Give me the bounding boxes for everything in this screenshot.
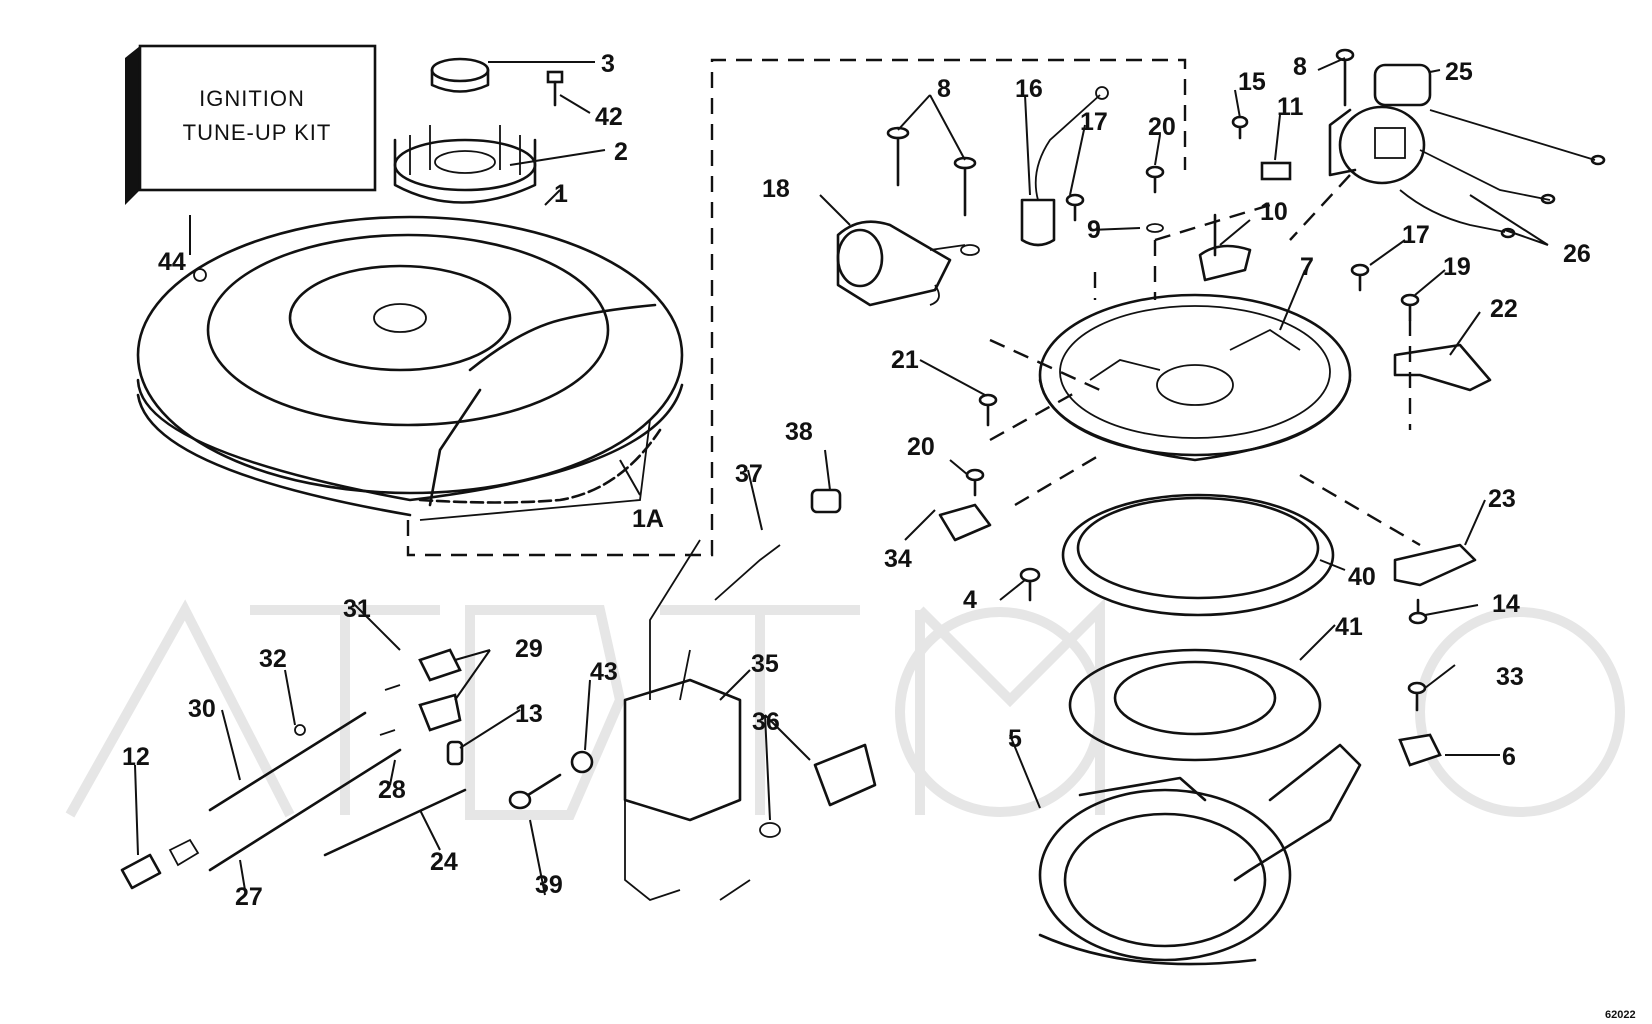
callout-4: 4: [963, 586, 977, 614]
callout-1a: 1A: [632, 505, 664, 533]
callout-17a: 17: [1080, 108, 1108, 136]
callout-20b: 20: [907, 433, 935, 461]
hub-screw: [546, 70, 564, 107]
callout-44: 44: [158, 248, 186, 276]
condenser: [1020, 86, 1109, 247]
kit-label-line1: IGNITION: [199, 86, 305, 111]
callout-24: 24: [430, 848, 458, 876]
kit-label-line2: TUNE-UP KIT: [183, 120, 332, 145]
nut-43: [570, 750, 594, 774]
callout-26: 26: [1563, 240, 1591, 268]
callout-14: 14: [1492, 590, 1520, 618]
callout-6: 6: [1502, 743, 1516, 771]
retaining-ring: [1061, 493, 1335, 617]
screw-4: [1019, 567, 1041, 602]
callout-12: 12: [122, 743, 150, 771]
tune-up-kit-box: IGNITION TUNE-UP KIT: [125, 44, 377, 205]
callout-42: 42: [595, 103, 623, 131]
callout-19: 19: [1443, 253, 1471, 281]
screw-17b: [1350, 263, 1370, 292]
callout-43: 43: [590, 658, 618, 686]
callout-33: 33: [1496, 663, 1524, 691]
callout-18: 18: [762, 175, 790, 203]
callout-labels: 3 42 2 1 44 1A 8 16 17 20 15 11 8 25 18 …: [122, 50, 1591, 911]
screw-8b: [1335, 48, 1355, 107]
callout-27: 27: [235, 883, 263, 911]
flywheel: [136, 215, 684, 521]
screw-33-and-anchor-6: [1398, 681, 1442, 767]
callout-15: 15: [1238, 68, 1266, 96]
armature-plate: [1038, 293, 1352, 462]
callout-10: 10: [1260, 198, 1288, 226]
magnet-hub: [393, 125, 537, 204]
link-rods: [120, 711, 467, 890]
callout-29: 29: [515, 635, 543, 663]
callout-38: 38: [785, 418, 813, 446]
callout-32: 32: [259, 645, 287, 673]
callout-11: 11: [1277, 93, 1304, 121]
callout-35: 35: [751, 650, 779, 678]
ignition-coil-35: [623, 539, 742, 902]
callout-8a: 8: [937, 75, 951, 103]
spark-plug-boot: [719, 743, 877, 901]
screws-8: [886, 126, 980, 256]
leader-lines: [134, 57, 1549, 896]
callout-9: 9: [1087, 216, 1101, 244]
callout-31: 31: [343, 595, 371, 623]
hub-nut: [430, 57, 490, 93]
callout-21: 21: [891, 346, 919, 374]
callout-13: 13: [515, 700, 543, 728]
callout-8b: 8: [1293, 53, 1307, 81]
callout-1: 1: [554, 180, 568, 208]
callout-28: 28: [378, 776, 406, 804]
link-23: [1393, 543, 1477, 625]
point-set: [836, 220, 966, 307]
guide-lines: [989, 174, 1421, 547]
plate-hardware: [938, 393, 998, 542]
callout-37: 37: [735, 460, 763, 488]
screw-39: [508, 773, 562, 810]
callout-34: 34: [884, 545, 912, 573]
bracket-22: [1393, 293, 1492, 392]
small-screws: [1065, 115, 1292, 233]
ignition-coil: [1328, 63, 1606, 239]
callout-17b: 17: [1402, 221, 1430, 249]
callout-30: 30: [188, 695, 216, 723]
callout-20a: 20: [1148, 113, 1176, 141]
callout-2: 2: [614, 138, 628, 166]
callout-5: 5: [1008, 725, 1022, 753]
callout-7: 7: [1300, 253, 1314, 281]
flywheel-group-box: [406, 58, 1187, 557]
support-plate: [1068, 648, 1322, 762]
callout-3: 3: [601, 50, 615, 78]
callout-25: 25: [1445, 58, 1473, 86]
drawing-code: 62022: [1605, 1009, 1636, 1021]
callout-22: 22: [1490, 295, 1518, 323]
callout-16: 16: [1015, 75, 1043, 103]
clips: [379, 648, 464, 766]
callout-36: 36: [752, 708, 780, 736]
callout-39: 39: [535, 871, 563, 899]
watermark: [65, 597, 1625, 820]
base-plate: [1038, 743, 1362, 966]
callout-23: 23: [1488, 485, 1516, 513]
terminal-37-38: [714, 488, 842, 601]
callout-40: 40: [1348, 563, 1376, 591]
callout-41: 41: [1335, 613, 1363, 641]
